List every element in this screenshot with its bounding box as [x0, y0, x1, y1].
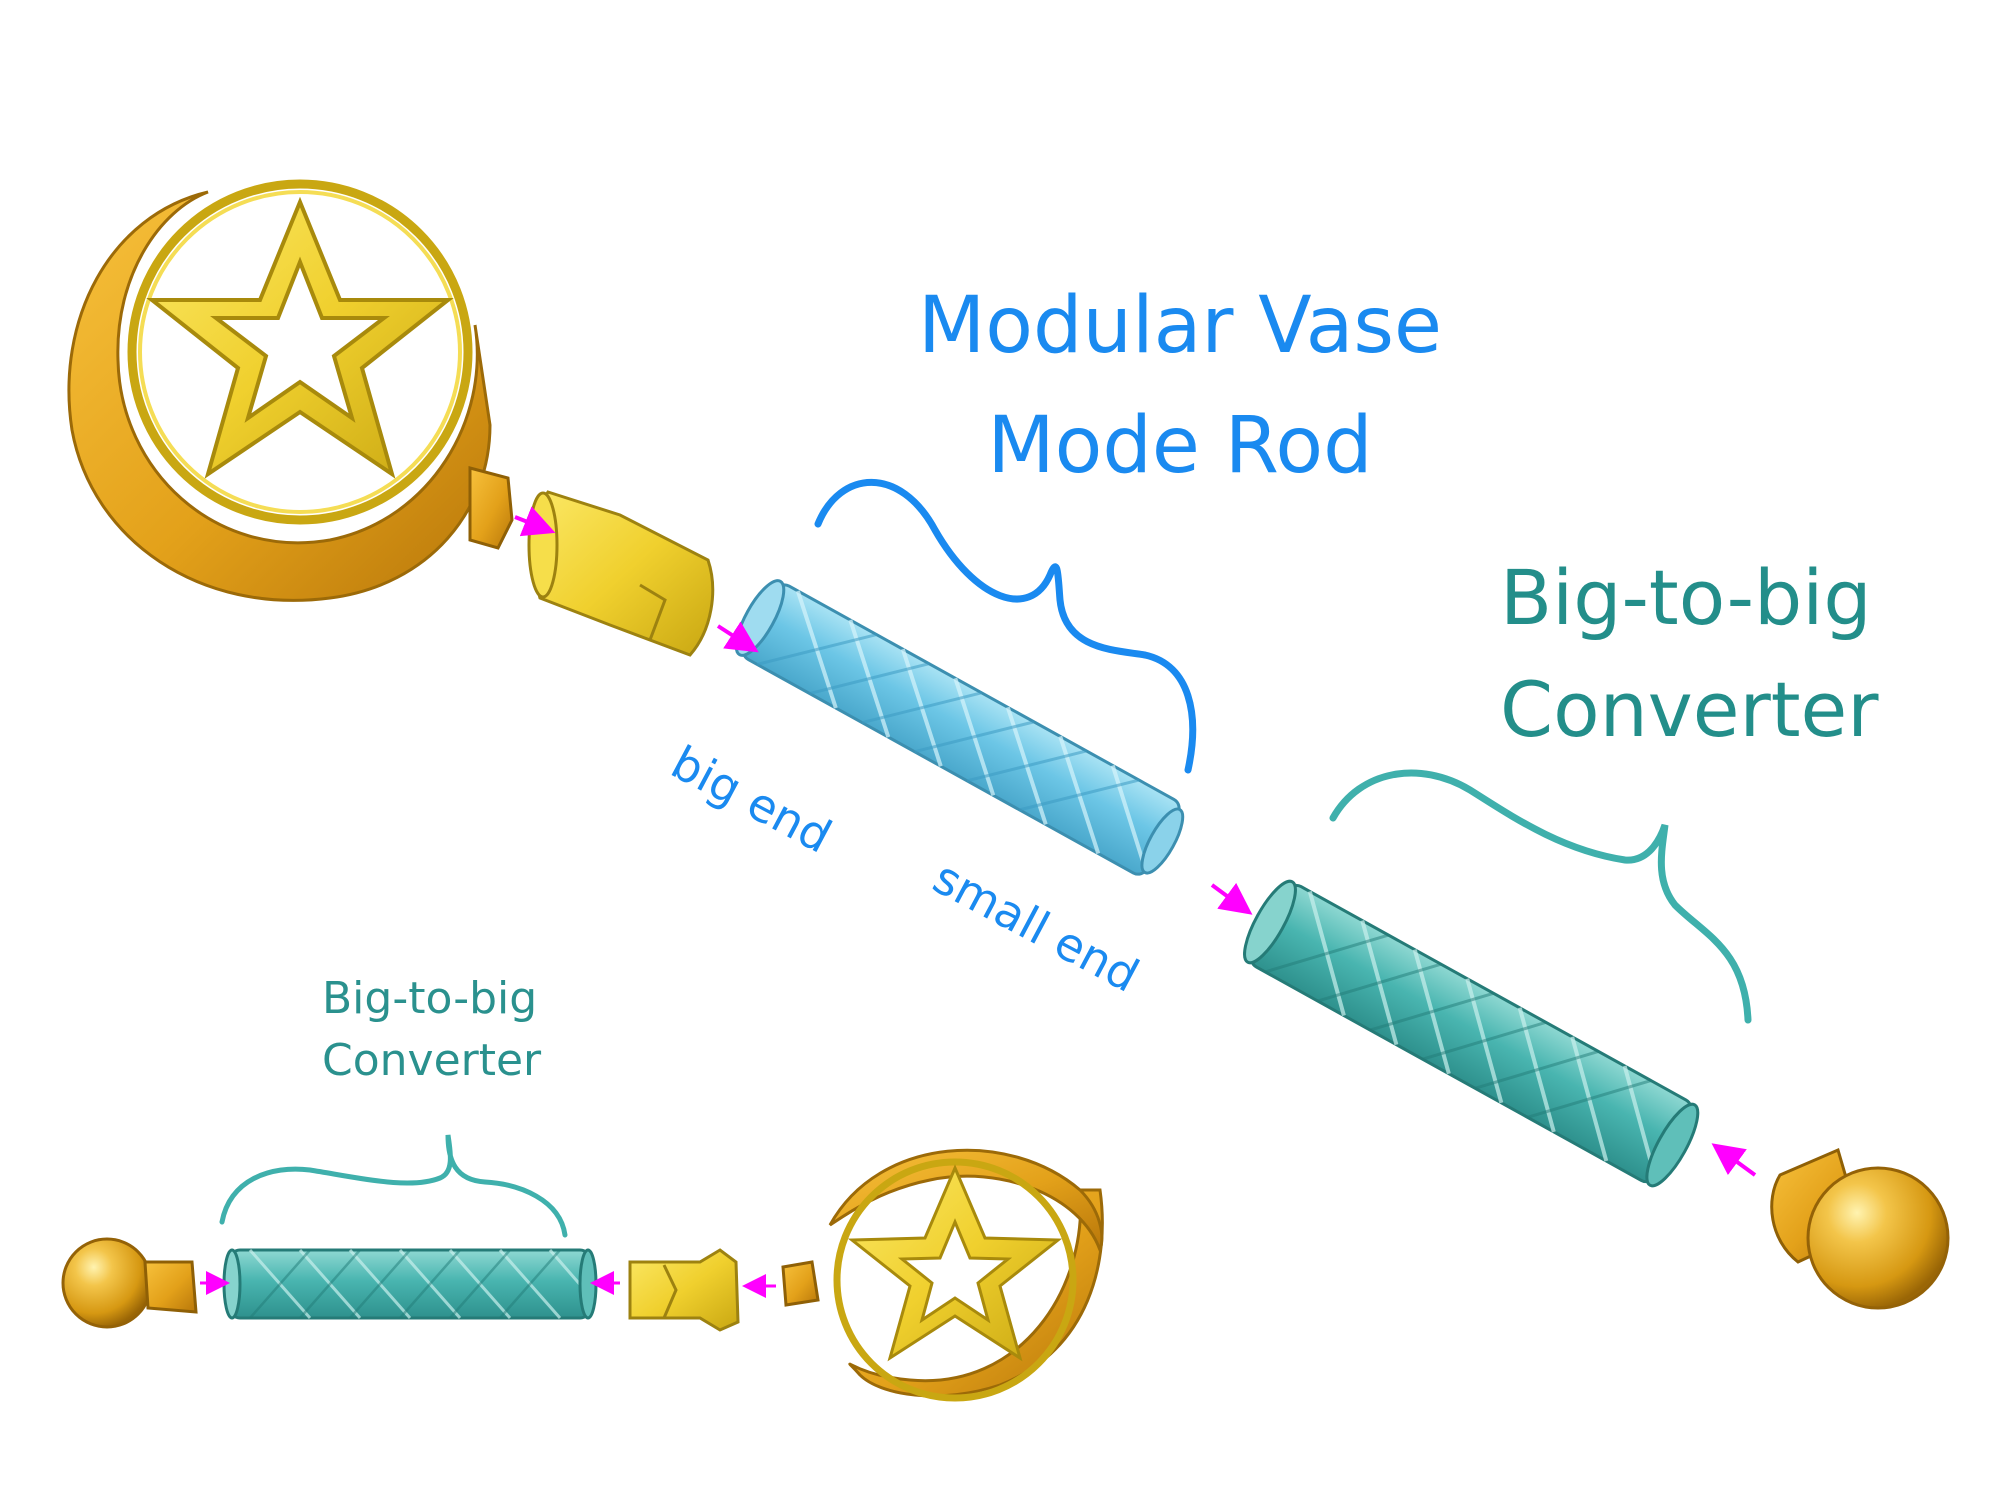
small-converter-brace — [219, 1134, 568, 1238]
converter-title-line1: Big-to-big — [1500, 553, 1872, 642]
small-moon-star-topper — [781, 1148, 1104, 1402]
small-converter-title-line2: Converter — [322, 1035, 542, 1086]
small-converter-tube — [222, 1248, 598, 1320]
rod-title-line1: Modular Vase — [917, 281, 1443, 371]
connector-piece — [527, 490, 715, 657]
moon-star-topper — [67, 179, 514, 602]
topper-clip — [468, 466, 514, 550]
rod-brace — [814, 478, 1197, 774]
assembly-arrows — [514, 506, 1757, 1177]
topper-ring — [127, 179, 473, 525]
converter-brace — [1329, 769, 1752, 1024]
ball-end-cap — [1770, 1147, 1950, 1310]
big-to-big-converter — [1243, 879, 1700, 1188]
small-connector — [628, 1248, 740, 1332]
small-ball-cap — [61, 1237, 198, 1329]
small-assembly-arrows — [200, 1271, 776, 1298]
converter-title-line2: Converter — [1500, 665, 1879, 754]
small-converter-title-line1: Big-to-big — [322, 973, 538, 1024]
rod-title-line2: Mode Rod — [987, 401, 1373, 491]
crescent-moon — [67, 190, 492, 602]
